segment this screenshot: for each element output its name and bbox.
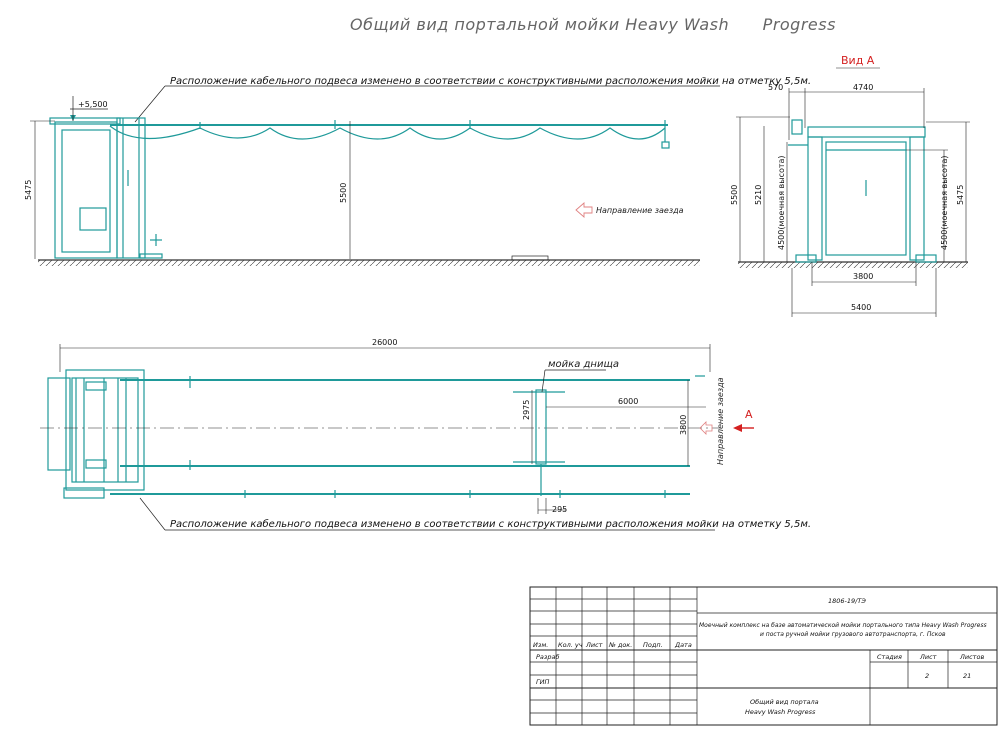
stamp-drawing-title-1: Общий вид портала	[750, 698, 819, 706]
dim-height-left: 5475	[24, 180, 33, 200]
stamp-col-list: Лист	[585, 641, 603, 649]
underbody-wash-unit	[513, 389, 565, 496]
ground-hatching	[38, 260, 700, 266]
stamp-role-razrab: Разраб	[536, 653, 559, 661]
stamp-hdr-stage: Стадия	[877, 653, 902, 661]
level-mark: +5,500	[78, 100, 108, 109]
title-block: 1806-19/ТЭ Моечный комплекс на базе авто…	[529, 586, 998, 726]
stamp-project: Моечный комплекс на базе автоматической …	[699, 622, 987, 629]
stamp-hdr-sheet: Лист	[919, 653, 937, 661]
stamp-col-doc: № док.	[608, 641, 632, 649]
dim-570: 570	[768, 83, 783, 92]
direction-label-plan: Направление заезда	[716, 377, 725, 465]
dim-5210: 5210	[754, 185, 763, 205]
stamp-val-sheet: 2	[925, 672, 929, 680]
portal-side-view	[49, 117, 163, 259]
direction-arrow-icon	[575, 202, 593, 218]
dim-height-mid: 5500	[339, 183, 348, 203]
dim-5475-view-a: 5475	[956, 185, 965, 205]
dim-2975: 2975	[522, 400, 531, 420]
direction-label-elevation: Направление заезда	[596, 206, 684, 215]
dim-3800-view-a: 3800	[853, 272, 873, 281]
stamp-code: 1806-19/ТЭ	[828, 597, 866, 605]
stamp-val-sheets: 21	[963, 672, 971, 680]
dim-5400: 5400	[851, 303, 871, 312]
view-a-arrow-head-icon	[733, 424, 742, 432]
portal-front-view	[788, 119, 937, 263]
dim-5500-view-a: 5500	[730, 185, 739, 205]
view-a-arrow-label: A	[745, 408, 753, 421]
underbody-label: мойка днища	[548, 359, 619, 370]
stamp-drawing-title-2: Heavy Wash Progress	[745, 708, 816, 716]
stamp-hdr-sheets: Листов	[959, 653, 984, 661]
cable-hangers	[109, 120, 670, 149]
drawing-title: Общий вид портальной мойки Heavy Wash Pr…	[350, 15, 836, 34]
plan-view: 26000	[40, 338, 811, 531]
stamp-col-sign: Подп.	[643, 641, 663, 649]
dim-wash-height-right: 4500(моечная высота)	[940, 155, 949, 250]
stamp-project-line2: и поста ручной мойки грузового автотранс…	[760, 631, 946, 638]
view-a-label: Вид А	[841, 54, 875, 67]
dim-3800-plan: 3800	[679, 415, 688, 435]
cable-note-top: Расположение кабельного подвеса изменено…	[170, 75, 811, 87]
elevation-view: Расположение кабельного подвеса изменено…	[24, 75, 811, 266]
dim-6000: 6000	[618, 397, 638, 406]
stamp-col-date: Дата	[674, 641, 692, 649]
stamp-col-izm: Изм.	[533, 641, 548, 649]
cable-note-bottom: Расположение кабельного подвеса изменено…	[170, 518, 811, 530]
dim-wash-height-left: 4500(моечная высота)	[777, 155, 786, 250]
view-a: Вид А 570 4740 5500 5210	[730, 54, 970, 317]
dim-4740: 4740	[853, 83, 873, 92]
dim-295: 295	[552, 505, 567, 514]
stamp-role-gip: ГИП	[536, 678, 549, 686]
dim-26000: 26000	[372, 338, 397, 347]
portal-plan-view	[47, 369, 150, 499]
stamp-col-kol: Кол. уч	[558, 641, 583, 649]
direction-arrow-plan-icon	[699, 421, 713, 435]
rail-supports	[189, 375, 705, 498]
